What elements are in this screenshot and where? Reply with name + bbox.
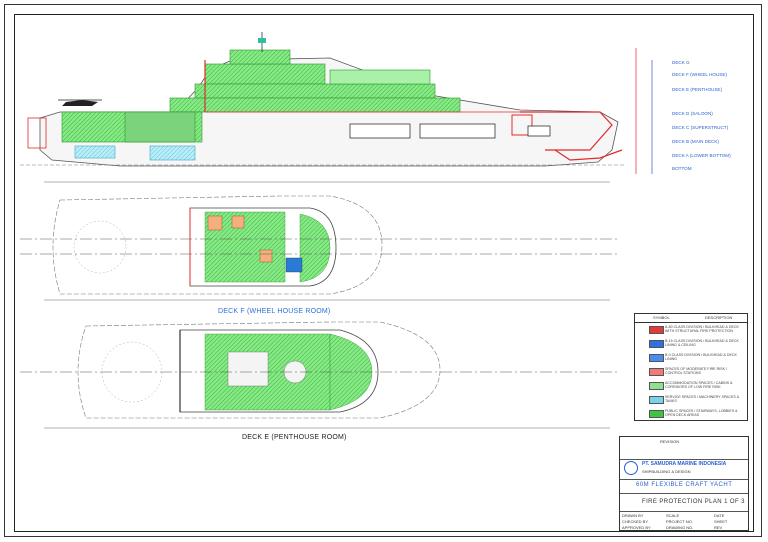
legend-text: SERVICE SPACES / MACHINERY SPACES & TANK… xyxy=(665,395,740,404)
tb-project-no: PROJECT NO. xyxy=(666,519,693,524)
company-sub: SHIPBUILDING & DESIGN xyxy=(642,469,691,474)
legend-text: B-0 CLASS DIVISION / BULKHEAD & DECK LIN… xyxy=(665,353,737,362)
deck-e-label: DECK E (PENTHOUSE ROOM) xyxy=(242,434,347,441)
legend-col-symbol: SYMBOL xyxy=(653,315,670,320)
drawing-title: FIRE PROTECTION PLAN 1 OF 3 xyxy=(642,499,745,505)
legend-swatch xyxy=(649,354,664,362)
legend-col-description: DESCRIPTION xyxy=(705,315,733,320)
legend-swatch xyxy=(649,396,664,404)
legend-swatch xyxy=(649,340,664,348)
level-label-c: DECK C (SUPERSTRUCT) xyxy=(672,125,729,130)
legend-swatch xyxy=(649,382,664,390)
legend-text: A-60 CLASS DIVISION / BULKHEAD & DECK WI… xyxy=(665,325,739,334)
legend-swatch xyxy=(649,326,664,334)
legend-text: B-15 CLASS DIVISION / BULKHEAD & DECK LI… xyxy=(665,339,739,348)
legend-item: SPACES OF MODERATE FIRE RISK / CONTROL S… xyxy=(649,365,745,378)
legend-table: SYMBOL DESCRIPTION A-60 CLASS DIVISION /… xyxy=(634,313,748,421)
legend-swatch xyxy=(649,368,664,376)
tb-drawn-by: DRAWN BY xyxy=(622,513,644,518)
tb-approved-by: APPROVED BY xyxy=(622,525,651,530)
company-logo xyxy=(624,461,638,475)
company-name: PT. SAMUDRA MARINE INDONESIA xyxy=(642,461,727,467)
legend-item: A-60 CLASS DIVISION / BULKHEAD & DECK WI… xyxy=(649,323,745,336)
legend-item: SERVICE SPACES / MACHINERY SPACES & TANK… xyxy=(649,393,745,406)
tb-date: DATE xyxy=(714,513,725,518)
legend-text: PUBLIC SPACES / STAIRWAYS, LOBBIES & OPE… xyxy=(665,409,738,418)
deck-f-label: DECK F (WHEEL HOUSE ROOM) xyxy=(218,308,331,315)
revision-header: REVISION xyxy=(660,439,680,444)
legend-item: B-0 CLASS DIVISION / BULKHEAD & DECK LIN… xyxy=(649,351,745,364)
tb-sheet: SHEET xyxy=(714,519,728,524)
level-label-b: DECK B (MAIN DECK) xyxy=(672,139,719,144)
tb-drawing-no: DRAWING NO. xyxy=(666,525,694,530)
sheet-inner-border xyxy=(14,14,754,532)
level-label-f: DECK F (WHEEL HOUSE) xyxy=(672,72,727,77)
sheet-outer-border xyxy=(4,4,762,537)
legend-item: PUBLIC SPACES / STAIRWAYS, LOBBIES & OPE… xyxy=(649,407,745,420)
tb-scale: SCALE xyxy=(666,513,680,518)
tb-checked-by: CHECKED BY xyxy=(622,519,649,524)
project-name: 60M FLEXIBLE CRAFT YACHT xyxy=(636,482,733,488)
profile-view xyxy=(20,32,625,183)
legend-text: ACCOMMODATION SPACES / CABINS & CORRIDOR… xyxy=(665,381,733,390)
level-label-d: DECK D (SALOON) xyxy=(672,111,713,116)
legend-item: B-15 CLASS DIVISION / BULKHEAD & DECK LI… xyxy=(649,337,745,350)
legend-swatch xyxy=(649,410,664,418)
legend-text: SPACES OF MODERATE FIRE RISK / CONTROL S… xyxy=(665,367,727,376)
level-label-a: DECK A (LOWER BOTTOM) xyxy=(672,153,731,158)
tb-rev: REV xyxy=(714,525,723,530)
deck-e-plan xyxy=(20,321,620,429)
deck-f-plan xyxy=(20,195,620,301)
title-block: REVISION PT. SAMUDRA MARINE INDONESIA SH… xyxy=(619,436,749,531)
deck-level-scale xyxy=(635,48,653,174)
level-label-e: DECK E (PENTHOUSE) xyxy=(672,87,723,92)
legend-item: ACCOMMODATION SPACES / CABINS & CORRIDOR… xyxy=(649,379,745,392)
level-label-g: DECK G xyxy=(672,60,690,65)
level-label-bottom: BOTTOM xyxy=(672,166,692,171)
legend-header: SYMBOL DESCRIPTION xyxy=(635,314,747,323)
